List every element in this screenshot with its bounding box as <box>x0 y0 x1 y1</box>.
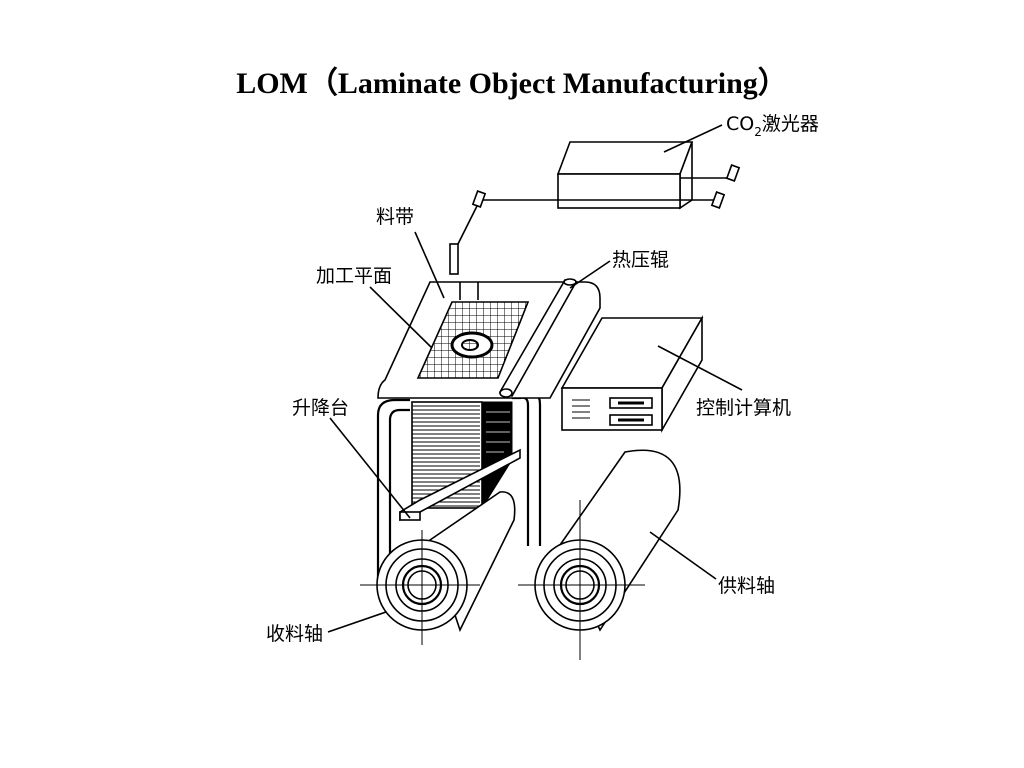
lift-platform-plate-front <box>399 511 421 521</box>
material-web-left-outer <box>376 398 410 585</box>
control-computer <box>560 314 704 434</box>
label-lifting-platform: 升降台 <box>292 397 349 419</box>
laser-beam-path <box>449 164 741 275</box>
label-supply-shaft: 供料轴 <box>718 575 775 597</box>
label-co2-laser: CO2激光器 <box>726 113 819 139</box>
co2-laser <box>556 141 694 210</box>
laser-head <box>449 243 459 275</box>
label-takeup-shaft: 收料轴 <box>266 623 323 645</box>
material-web-right-outer <box>512 384 542 546</box>
layer-stack <box>411 401 513 510</box>
label-control-computer: 控制计算机 <box>696 397 791 419</box>
leader-lines <box>327 124 743 633</box>
material-web-left-inner <box>388 408 410 585</box>
takeup-roll <box>360 491 516 645</box>
label-processing-plane: 加工平面 <box>316 265 392 287</box>
cut-part-inner <box>461 339 479 351</box>
diagram-title: LOM（Laminate Object Manufacturing） <box>236 67 788 100</box>
label-material-strip: 料带 <box>376 206 414 228</box>
material-web-right-down <box>512 396 530 546</box>
supply-roll <box>518 449 681 660</box>
label-hot-roller: 热压辊 <box>612 249 669 271</box>
